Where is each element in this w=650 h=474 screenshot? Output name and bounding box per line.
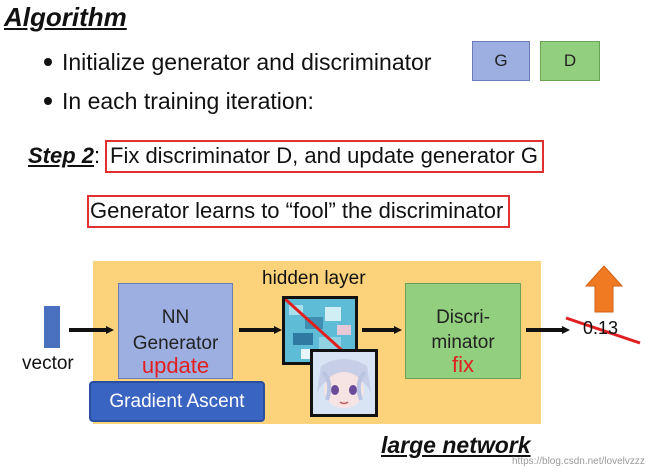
anime-face-image <box>313 352 375 414</box>
generator-goal-note: Generator learns to “fool” the discrimin… <box>87 195 511 228</box>
large-network-label: large network <box>381 432 531 458</box>
bullet-iteration: In each training iteration: <box>44 88 314 115</box>
generator-tag: G <box>472 41 530 81</box>
bullet-dot <box>44 96 52 105</box>
bullet-dot <box>44 57 52 66</box>
generator-name-label: Generator <box>132 333 219 354</box>
bullet-iteration-text: In each training iteration: <box>62 88 314 114</box>
score-strike-line <box>565 316 641 345</box>
generator-block <box>118 283 233 379</box>
hidden-layer-label: hidden layer <box>262 268 366 289</box>
bullet-initialize: Initialize generator and discriminator <box>44 49 431 76</box>
generated-anime-image <box>310 349 378 417</box>
algorithm-title: Algorithm <box>4 2 127 32</box>
generator-status: update <box>141 353 210 378</box>
input-vector <box>44 306 60 348</box>
generator-nn-label: NN <box>161 307 190 328</box>
step-label: Step 2 <box>28 143 95 168</box>
step-description: Fix discriminator D, and update generato… <box>105 140 544 173</box>
step-colon: : <box>94 143 101 168</box>
watermark-text: https://blog.csdn.net/lovelvzzz <box>512 456 645 467</box>
gradient-ascent-button[interactable]: Gradient Ascent <box>89 381 265 422</box>
discriminator-score: 0.13 <box>583 318 619 338</box>
score-increase-arrow-icon <box>584 265 624 313</box>
bullet-initialize-text: Initialize generator and discriminator <box>62 49 432 75</box>
discriminator-block <box>405 283 521 379</box>
vector-label: vector <box>22 353 74 374</box>
discriminator-name-part1: Discri- <box>436 307 490 328</box>
discriminator-status: fix <box>452 352 474 377</box>
discriminator-tag: D <box>540 41 600 81</box>
discriminator-name-part2: minator <box>431 332 495 353</box>
